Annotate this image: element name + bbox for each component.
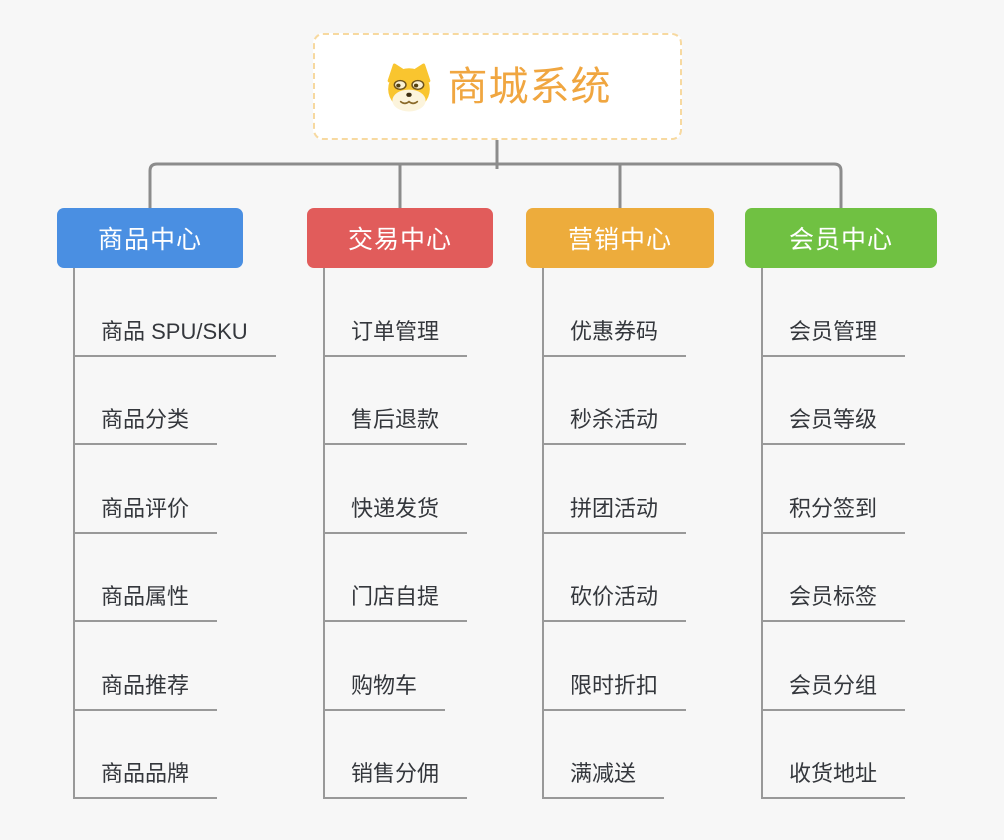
doge-icon [384, 62, 434, 112]
leaf-node[interactable]: 满减送 [544, 711, 665, 799]
branch-column-4: 会员中心会员管理会员等级积分签到会员标签会员分组收货地址 [745, 208, 937, 799]
leaf-node[interactable]: 会员分组 [763, 622, 906, 711]
branch-column-3: 营销中心优惠券码秒杀活动拼团活动砍价活动限时折扣满减送 [526, 208, 714, 799]
leaf-node[interactable]: 售后退款 [325, 357, 468, 445]
leaf-node[interactable]: 秒杀活动 [544, 357, 687, 445]
leaf-node[interactable]: 商品属性 [75, 534, 218, 622]
leaf-node[interactable]: 订单管理 [325, 268, 468, 357]
branch-node[interactable]: 营销中心 [526, 208, 714, 268]
leaf-node[interactable]: 商品品牌 [75, 711, 218, 799]
branch-column-2: 交易中心订单管理售后退款快递发货门店自提购物车销售分佣 [307, 208, 493, 799]
leaf-node[interactable]: 拼团活动 [544, 445, 687, 534]
leaf-node[interactable]: 收货地址 [763, 711, 906, 799]
leaf-node[interactable]: 商品 SPU/SKU [75, 268, 276, 357]
branch-children: 会员管理会员等级积分签到会员标签会员分组收货地址 [761, 268, 906, 799]
leaf-node[interactable]: 限时折扣 [544, 622, 687, 711]
branch-rail-line [148, 162, 843, 208]
leaf-node[interactable]: 商品分类 [75, 357, 218, 445]
leaf-node[interactable]: 会员管理 [763, 268, 906, 357]
leaf-node[interactable]: 会员标签 [763, 534, 906, 622]
leaf-node[interactable]: 积分签到 [763, 445, 906, 534]
leaf-node[interactable]: 门店自提 [325, 534, 468, 622]
branch-children: 优惠券码秒杀活动拼团活动砍价活动限时折扣满减送 [542, 268, 687, 799]
leaf-node[interactable]: 砍价活动 [544, 534, 687, 622]
leaf-node[interactable]: 商品推荐 [75, 622, 218, 711]
branch-node[interactable]: 会员中心 [745, 208, 937, 268]
leaf-node[interactable]: 销售分佣 [325, 711, 468, 799]
branch-children: 订单管理售后退款快递发货门店自提购物车销售分佣 [323, 268, 468, 799]
leaf-node[interactable]: 优惠券码 [544, 268, 687, 357]
leaf-node[interactable]: 会员等级 [763, 357, 906, 445]
branch-node[interactable]: 交易中心 [307, 208, 493, 268]
root-title: 商城系统 [447, 64, 612, 109]
leaf-node[interactable]: 购物车 [325, 622, 446, 711]
leaf-node[interactable]: 商品评价 [75, 445, 218, 534]
leaf-node[interactable]: 快递发货 [325, 445, 468, 534]
branch-node[interactable]: 商品中心 [57, 208, 243, 268]
root-node[interactable]: 商城系统 [313, 33, 682, 140]
